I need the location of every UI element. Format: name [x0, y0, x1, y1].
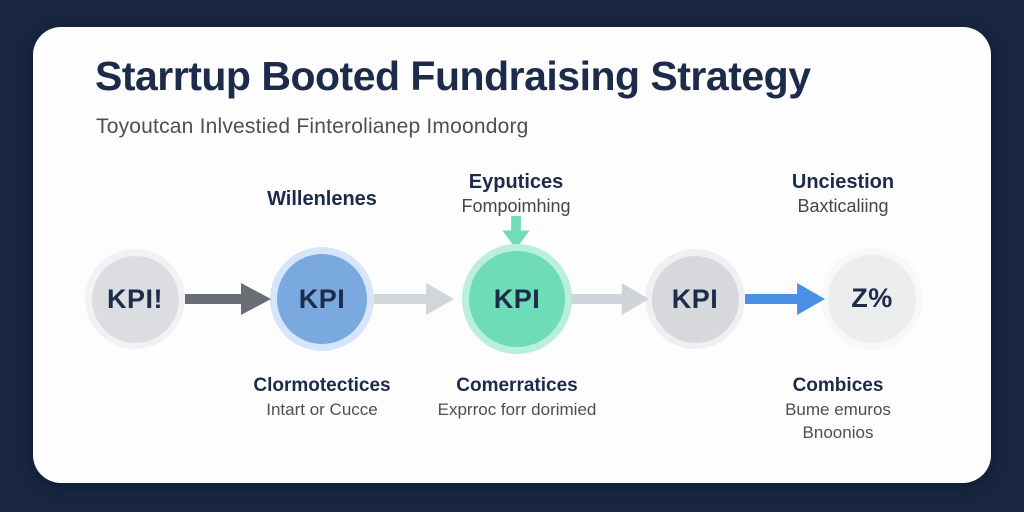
arrow-shape [185, 283, 271, 315]
arrow-shape [374, 283, 454, 315]
down-arrow-icon [502, 216, 530, 249]
label-heading: Comerratices [456, 375, 578, 396]
kpi-node-4-label: KPI [671, 283, 719, 314]
kpi-node-1-circle: KPI! [91, 255, 179, 343]
kpi-node-2-circle: KPI [276, 253, 368, 345]
flow-arrow-1-icon [185, 283, 271, 315]
kpi-node-2: KPI [270, 247, 374, 351]
label-subtext: Exprroc forr dorimied [437, 400, 597, 419]
arrow-shape [745, 283, 825, 315]
kpi-node-3-label: KPI [493, 283, 541, 314]
label-below-node2: Clormotectices Intart or Cucce [253, 375, 390, 420]
label-below-node5: Combices Bume emuros Bnoonios [785, 375, 891, 443]
label-subtext: Bnoonios [802, 423, 874, 442]
label-heading: Eyputices [468, 171, 564, 193]
kpi-node-3-circle: KPI [469, 251, 565, 347]
label-below-node3: Comerratices Exprroc forr dorimied [438, 375, 597, 420]
kpi-node-5: Z% [821, 248, 923, 350]
kpi-node-1-label: KPI! [107, 283, 163, 314]
kpi-node-4-circle: KPI [651, 255, 739, 343]
kpi-node-3: KPI [462, 244, 572, 354]
label-subtext: Fompoimhing [461, 196, 571, 216]
label-above-node5: Unciestion Baxticaliing [792, 171, 894, 217]
page-title: Starrtup Booted Fundraising Strategy [95, 53, 811, 99]
flow-arrow-3-icon [571, 283, 649, 315]
kpi-node-2-label: KPI [298, 283, 346, 314]
label-subtext: Intart or Cucce [266, 400, 378, 419]
label-heading: Clormotectices [253, 375, 391, 396]
label-subtext: Baxticaliing [797, 196, 889, 216]
kpi-node-5-circle: Z% [827, 254, 917, 344]
label-heading: Willenlenes [267, 188, 377, 210]
infographic-card: Starrtup Booted Fundraising Strategy Toy… [33, 27, 991, 483]
kpi-node-1: KPI! [85, 249, 185, 349]
flow-arrow-4-icon [745, 283, 825, 315]
page-subtitle: Toyoutcan Inlvestied Finterolianep Imoon… [96, 115, 529, 138]
label-heading: Unciestion [791, 171, 895, 193]
kpi-node-5-label: Z% [851, 283, 893, 314]
down-arrow-shape [502, 216, 530, 249]
flow-arrow-2-icon [374, 283, 454, 315]
label-above-node2: Willenlenes [267, 188, 377, 211]
label-above-node3: Eyputices Fompoimhing [461, 171, 570, 217]
label-heading: Combices [792, 375, 884, 396]
label-subtext: Bume emuros [785, 400, 891, 419]
kpi-node-4: KPI [645, 249, 745, 349]
arrow-shape [571, 283, 649, 315]
